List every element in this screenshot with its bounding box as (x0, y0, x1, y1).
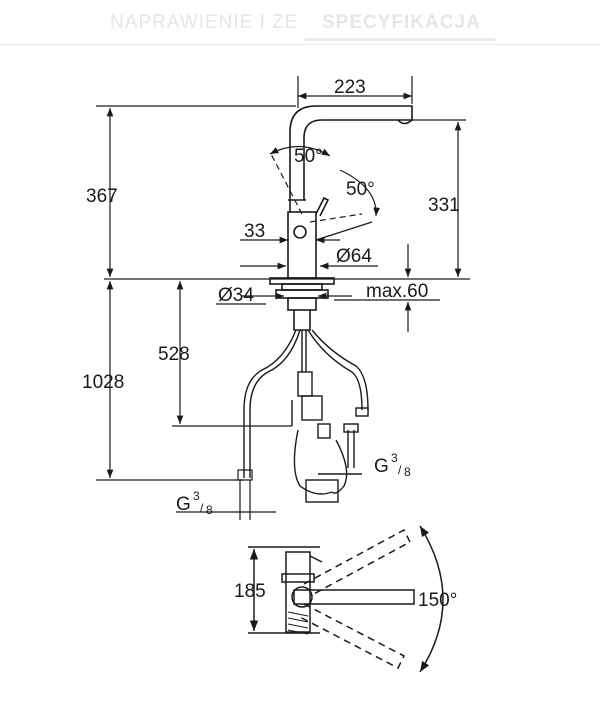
dim-top-view-height: 185 (234, 581, 266, 602)
svg-text:3: 3 (193, 489, 200, 503)
thread-label-left: G 3 / 8 (176, 489, 213, 517)
dim-angle-side: 50° (346, 179, 375, 200)
dim-height-outlet: 331 (428, 195, 460, 216)
dim-angle-top: 50° (294, 146, 323, 167)
dim-total-hose: 1028 (82, 372, 124, 393)
svg-text:8: 8 (404, 465, 411, 479)
tab-bar: NAPRAWIENIE I ZE SPECYFIKACJA (0, 0, 600, 45)
faucet-top-view (248, 525, 444, 673)
active-tab-indicator (305, 38, 495, 41)
dim-hole-diameter: Ø34 (218, 285, 254, 306)
dim-max-thickness: max.60 (366, 281, 428, 302)
supply-hoses (243, 329, 369, 503)
tab-specification[interactable]: SPECYFIKACJA (322, 12, 481, 33)
svg-text:3: 3 (391, 451, 398, 465)
svg-text:G: G (374, 456, 389, 477)
dim-body-offset: 33 (244, 221, 265, 242)
svg-text:8: 8 (206, 503, 213, 517)
dim-height-total: 367 (86, 186, 118, 207)
svg-text:G: G (176, 494, 191, 515)
dim-spout-reach: 223 (334, 77, 366, 98)
dim-swivel-angle: 150° (418, 590, 457, 611)
dim-base-diameter: Ø64 (336, 246, 372, 267)
dim-hose-length: 528 (158, 344, 190, 365)
svg-text:/: / (398, 463, 402, 477)
svg-text:/: / (200, 501, 204, 515)
tab-installation[interactable]: NAPRAWIENIE I ZE (110, 12, 299, 33)
thread-label-right: G 3 / 8 (374, 451, 411, 479)
